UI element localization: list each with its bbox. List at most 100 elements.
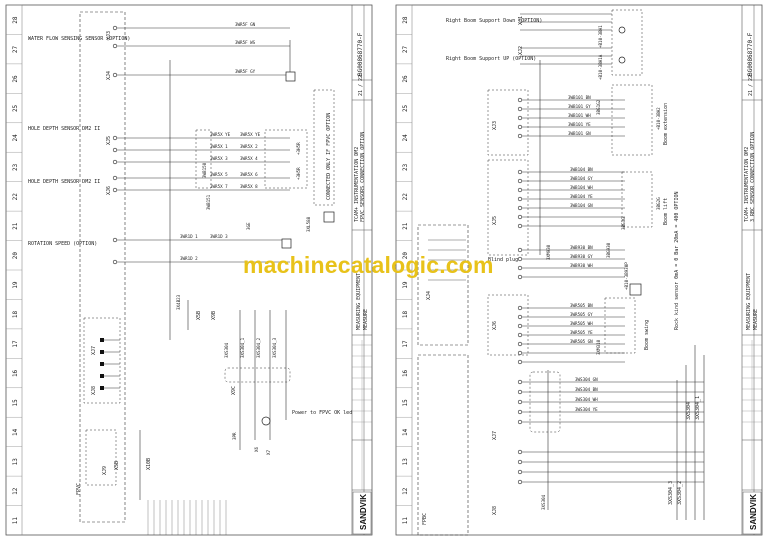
right-terminal [517,106,523,112]
row-number: 25 [402,104,409,112]
row-number: 28 [402,16,409,24]
left-device-label: 3XS304 [224,342,229,358]
row-number: 15 [402,399,409,407]
left-wire-code: 3WR5F GN [235,22,256,27]
left-device-label: +3H5R [296,142,301,155]
left-rotation-label: ROTATION SPEED (OPTION) [28,241,97,247]
left-device-label: +3H5R [296,167,301,180]
left-connector-label: XJ3 [106,31,112,40]
left-wire-code: 3WR5X 3 [210,156,228,161]
right-terminal [517,133,523,139]
row-number: 28 [12,16,19,24]
right-terminal [517,214,523,220]
left-date: 21 / 22 [358,75,364,96]
right-support-down-symbol [618,26,626,34]
right-connector-label: 3XS304_1 [695,396,701,420]
right-device-labels: +B10-3BH1+B10-3BH1A3BG1G23BG2G3BG3G3XM93… [541,25,661,510]
left-wire-code: 3WR5X YE [240,132,261,137]
right-wire-code: 3WB101 BN [568,95,591,100]
right-terminal [517,379,523,385]
right-terminal [517,449,523,455]
right-terminal [517,178,523,184]
right-title-block: BG00868770-F 21 / 22 TCAM+ INSTRUMENTATI… [742,32,762,535]
left-cable-shield [224,367,291,383]
right-terminal [517,256,523,262]
left-xj8-box [83,317,121,404]
right-connector-label: XJ1 [518,16,524,25]
right-connector-label: 3XS304_3 [668,481,674,505]
right-connector-label: XJ8 [492,506,498,515]
left-device-label: 3WB150 [202,162,207,178]
right-wire-code: 3WB104 BN [570,167,593,172]
right-terminal [517,97,523,103]
right-terminal [517,341,523,347]
left-device-label: X6 [254,446,259,452]
left-device-labels: +3H5R+3H5R3WB1503WB1513GE3X4B233XL5883XS… [176,142,311,455]
right-connector-label: XJ5 [492,216,498,225]
left-title-line3: MEASURING EQUIPMENT [356,273,362,330]
right-wire-group [428,13,704,485]
row-number: 24 [402,134,409,142]
left-title-line4: MEASURE [363,309,369,330]
row-number: 14 [12,428,19,436]
left-device-label: 3PR [232,432,237,440]
right-lift-box [621,171,653,228]
left-hole-depth-label-2: HOLE DEPTH SENSOR DM2 II [28,179,100,185]
right-connector-label: 3XS304_2 [677,481,683,505]
right-xj3-box [487,89,529,156]
left-connector-label: X9B [211,311,217,320]
right-xj4-panel [417,224,469,346]
right-support-up-symbol [618,56,626,64]
left-sensor-box-1 [264,129,308,189]
row-number: 23 [402,163,409,171]
left-wire-group [100,25,290,535]
right-wire-code: 3WR505 GY [570,312,593,317]
row-number: 19 [12,281,19,289]
right-device-label: 3XM310 [596,339,601,355]
left-hole-depth-label-1: HOLE DEPTH SENSOR DM2 II [28,126,100,132]
right-boom-extension-label: Boom extension [663,103,669,145]
left-wire-code: 3WR1D 3 [210,234,228,239]
right-terminal [517,265,523,271]
right-rock-sensor-symbol [629,283,642,296]
right-cable-shield [529,371,561,433]
right-title-line2: 3 RBC SENSOR CONNECTION OPTION [750,132,756,222]
right-terminal [517,389,523,395]
left-connector-label: XJ7 [91,346,97,355]
left-device-label: 3XS304_1 [240,337,245,358]
right-device-label: +B10-3BH1 [598,25,603,48]
right-terminal [517,187,523,193]
left-device-label: 3XS304_2 [256,337,261,358]
right-revision-table [742,340,762,490]
right-terminal [517,332,523,338]
right-extension-box [611,84,653,156]
right-wire-code: 3WB104 YE [570,194,593,199]
left-device-label: 3WB151 [206,194,211,210]
left-terminal [112,135,118,141]
left-terminal [100,338,104,342]
row-number: 12 [402,487,409,495]
left-fpvc-label: FPVC [76,483,82,495]
left-brand-logo: SANDVIK [359,494,368,530]
row-number: 21 [12,222,19,230]
left-rotation-sensor-symbol [281,238,292,249]
left-wire-code: 3WR5X 6 [240,172,258,177]
left-terminal [112,237,118,243]
left-title-block: BG00868770-F 21 / 22 TCAM+ INSTRUMENTATI… [352,32,372,535]
left-water-flow-label: WATER FLOW SENSING SENSOR (OPTION) [28,36,130,42]
row-number: 26 [402,75,409,83]
right-device-label: 3BG2G [656,197,661,210]
left-revision-table [352,340,372,490]
right-connector-label: XJ7 [492,431,498,440]
left-title-line1: TCAM+ INSTRUMENTATION DM2 [354,147,360,222]
left-terminal [100,374,104,378]
right-fpbc-label: FPBC [422,513,428,525]
right-terminal [517,409,523,415]
left-wire-code: 3WR5X 2 [240,144,258,149]
